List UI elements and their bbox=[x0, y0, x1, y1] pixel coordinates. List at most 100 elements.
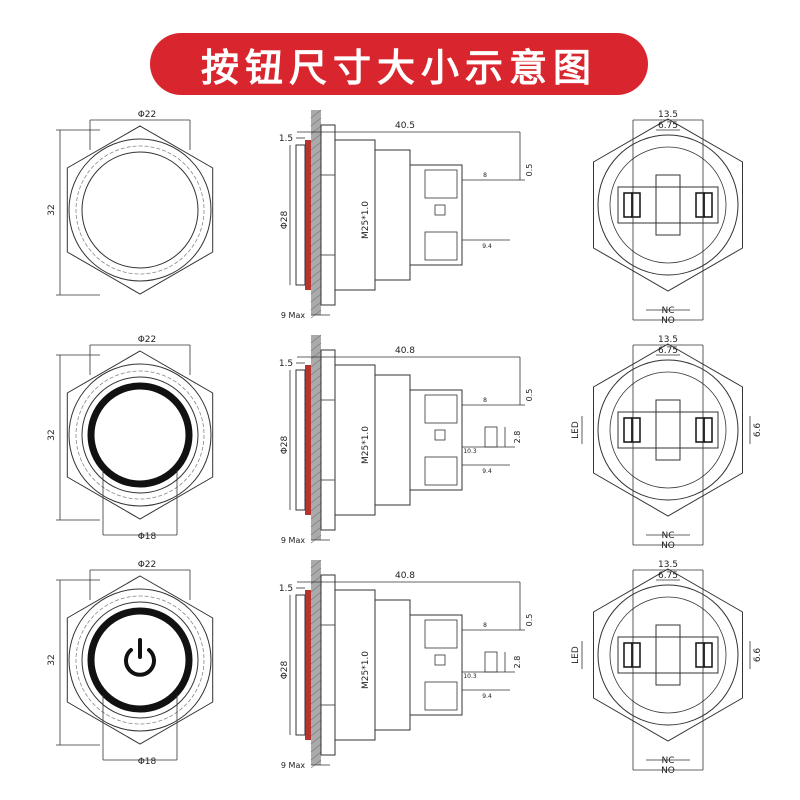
label-0-5: 0.5 bbox=[525, 614, 534, 627]
panel-hatch bbox=[310, 639, 322, 649]
center-plunger bbox=[655, 624, 681, 686]
panel-hatch bbox=[310, 173, 322, 183]
label-10-3: 10.3 bbox=[463, 673, 477, 680]
label-9-max: 9 Max bbox=[281, 761, 305, 770]
center-contact bbox=[434, 204, 446, 216]
panel-hatch bbox=[310, 494, 322, 504]
label-diameter-22: Φ22 bbox=[138, 110, 157, 120]
label-2-8: 2.8 bbox=[513, 431, 522, 444]
panel-hatch bbox=[310, 133, 322, 143]
terminal-block-bottom bbox=[424, 681, 458, 711]
label-diameter-28: Φ28 bbox=[280, 660, 290, 679]
label-pin-9-4: 9.4 bbox=[482, 243, 492, 250]
label-13-5: 13.5 bbox=[658, 110, 678, 120]
panel-hatch bbox=[310, 334, 322, 344]
switch-base bbox=[409, 389, 463, 491]
panel-hatch bbox=[310, 205, 322, 215]
title-banner: 按钮尺寸大小示意图 bbox=[150, 33, 648, 95]
button-head bbox=[295, 594, 306, 736]
terminal-slot bbox=[623, 192, 633, 218]
power-icon bbox=[124, 648, 156, 677]
hex-nut-side bbox=[320, 574, 336, 756]
body-shoulder bbox=[374, 149, 411, 281]
panel-hatch bbox=[310, 663, 322, 673]
panel-hatch bbox=[310, 583, 322, 593]
terminal-slot bbox=[703, 417, 713, 443]
panel-hatch bbox=[310, 599, 322, 609]
label-pin-8: 8 bbox=[483, 622, 487, 629]
hex-nut-outline bbox=[66, 350, 214, 520]
mounting-panel bbox=[311, 560, 321, 765]
panel-hatch bbox=[310, 470, 322, 480]
panel-hatch bbox=[310, 221, 322, 231]
panel-hatch bbox=[310, 358, 322, 368]
panel-hatch bbox=[310, 109, 322, 119]
body-circle-inner bbox=[609, 596, 727, 714]
label-length: 40.8 bbox=[395, 571, 415, 581]
panel-hatch bbox=[310, 631, 322, 641]
page-title: 按钮尺寸大小示意图 bbox=[200, 45, 597, 90]
label-diameter-28: Φ28 bbox=[280, 435, 290, 454]
panel-hatch bbox=[310, 277, 322, 287]
body-shoulder bbox=[374, 599, 411, 731]
label-13-5: 13.5 bbox=[658, 560, 678, 570]
button-face-circle bbox=[81, 601, 199, 719]
label-led: LED bbox=[571, 646, 581, 664]
panel-hatch bbox=[310, 502, 322, 512]
panel-hatch bbox=[310, 615, 322, 625]
terminal-slot bbox=[631, 192, 641, 218]
panel-hatch bbox=[310, 390, 322, 400]
panel-hatch bbox=[310, 623, 322, 633]
panel-hatch bbox=[310, 591, 322, 601]
panel-hatch bbox=[310, 759, 322, 769]
panel-hatch bbox=[310, 165, 322, 175]
panel-hatch bbox=[310, 229, 322, 239]
panel-hatch bbox=[310, 350, 322, 360]
label-diameter-22: Φ22 bbox=[138, 335, 157, 345]
panel-hatch bbox=[310, 735, 322, 745]
led-pin bbox=[484, 426, 498, 448]
label-pin-9-4: 9.4 bbox=[482, 693, 492, 700]
panel-hatch bbox=[310, 711, 322, 721]
panel-hatch bbox=[310, 261, 322, 271]
flange-gasket bbox=[305, 365, 311, 515]
button-head bbox=[295, 144, 306, 286]
bezel-outer-circle bbox=[68, 588, 212, 732]
panel-hatch bbox=[310, 414, 322, 424]
label-9-max: 9 Max bbox=[281, 311, 305, 320]
mounting-panel bbox=[311, 110, 321, 315]
label-height-32: 32 bbox=[47, 204, 57, 215]
body-circle-inner bbox=[609, 146, 727, 264]
label-6-6: 6.6 bbox=[753, 648, 763, 663]
label-nc: NC bbox=[661, 531, 674, 541]
label-flange-thickness: 1.5 bbox=[279, 584, 293, 594]
button-head bbox=[295, 369, 306, 511]
label-led: LED bbox=[571, 421, 581, 439]
panel-hatch bbox=[310, 687, 322, 697]
terminal-block-bottom bbox=[424, 456, 458, 486]
label-height-32: 32 bbox=[47, 429, 57, 440]
panel-hatch bbox=[310, 293, 322, 303]
body-circle-outer bbox=[597, 134, 739, 276]
bezel-dashed-circle bbox=[75, 145, 205, 275]
label-no: NO bbox=[661, 316, 675, 326]
label-2-8: 2.8 bbox=[513, 656, 522, 669]
hex-nut-back bbox=[593, 343, 743, 517]
label-thread: M25*1.0 bbox=[361, 201, 371, 239]
mounting-panel bbox=[311, 335, 321, 540]
label-0-5: 0.5 bbox=[525, 389, 534, 402]
panel-hatch bbox=[310, 237, 322, 247]
hex-nut-outline bbox=[66, 575, 214, 745]
terminal-slot bbox=[703, 192, 713, 218]
panel-hatch bbox=[310, 695, 322, 705]
panel-hatch bbox=[310, 462, 322, 472]
label-6-6: 6.6 bbox=[753, 423, 763, 438]
panel-hatch bbox=[310, 406, 322, 416]
panel-hatch bbox=[310, 727, 322, 737]
hex-nut-outline bbox=[66, 125, 214, 295]
terminal-slot bbox=[631, 642, 641, 668]
panel-hatch bbox=[310, 382, 322, 392]
